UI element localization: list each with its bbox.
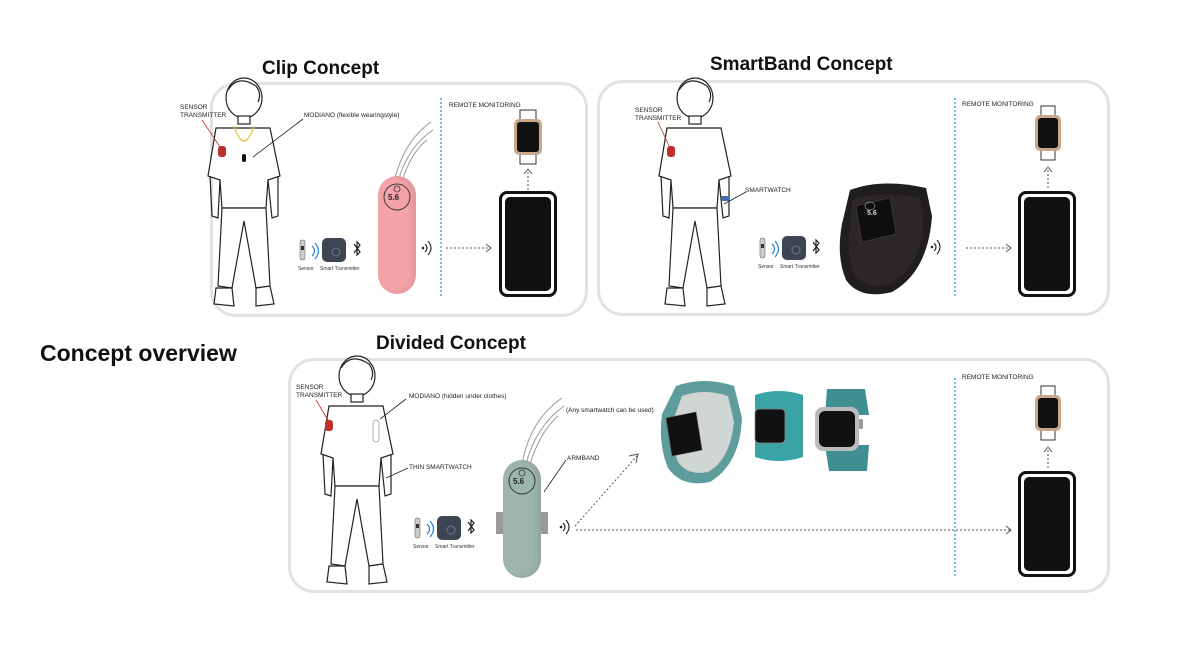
data-arrow — [966, 243, 1012, 253]
watch-leader-line — [385, 467, 409, 479]
clip-cord — [394, 121, 434, 179]
transmitter-caption: Smart Transmitter — [320, 266, 360, 272]
wireless-signal-icon — [421, 240, 432, 256]
upload-arrow — [1043, 446, 1053, 468]
armband-strap-right — [540, 512, 548, 534]
sensor-leader-line — [657, 121, 671, 149]
data-arrow-to-phone — [576, 525, 1012, 535]
armband-strap-left — [496, 512, 504, 534]
modiano-label: MODIANO (hidden under clothes) — [409, 393, 507, 400]
smart-transmitter-icon — [437, 516, 461, 540]
bluetooth-icon — [353, 240, 361, 257]
smartwatch-icon — [1035, 105, 1061, 161]
transmitter-caption: Smart Transmitter — [435, 544, 475, 550]
armband-cord — [521, 397, 565, 465]
child-figure — [658, 77, 732, 307]
bluetooth-icon — [812, 238, 820, 255]
smartband-device — [839, 183, 932, 295]
wireless-icon — [771, 240, 780, 258]
child-figure — [207, 77, 281, 307]
armband-device-readout: 5.6 — [513, 477, 525, 486]
smart-transmitter-icon — [782, 236, 806, 260]
data-arrow-to-watches — [574, 453, 639, 527]
upload-arrow — [1043, 166, 1053, 188]
smart-transmitter-icon — [322, 238, 346, 262]
wireless-icon — [311, 242, 320, 260]
wireless-signal-icon — [559, 519, 570, 535]
concept-overview-heading: Concept overview — [40, 340, 237, 366]
smartwatch-label: SMARTWATCH — [745, 187, 791, 194]
modiano-leader-line — [379, 398, 407, 420]
sensor-transmitter-label: SENSOR TRANSMITTER — [635, 107, 682, 122]
smartwatch-example-fitness-band — [660, 381, 742, 484]
sensor-caption: Sensor — [758, 264, 774, 270]
transmitter-caption: Smart Transmitter — [780, 264, 820, 270]
armband-device-dial — [508, 467, 536, 495]
clip-title: Clip Concept — [262, 58, 380, 79]
any-smartwatch-label: (Any smartwatch can be used) — [566, 407, 654, 414]
divided-title: Divided Concept — [376, 333, 526, 354]
smartband-title: SmartBand Concept — [710, 54, 893, 75]
smartphone — [499, 191, 557, 297]
smartwatch-leader-line — [723, 191, 747, 205]
child-figure — [320, 355, 394, 585]
remote-monitoring-label: REMOTE MONITORING — [962, 101, 1034, 108]
smartband-readout: 5.6 — [867, 210, 877, 217]
data-arrow — [446, 243, 492, 253]
upload-arrow — [523, 168, 533, 190]
clip-device-readout: 5.6 — [388, 193, 400, 202]
armband-label: ARMBAND — [567, 455, 600, 462]
sensor-leader-line — [201, 119, 223, 151]
sensor-transmitter-label: SENSOR TRANSMITTER — [180, 104, 227, 119]
bluetooth-icon — [467, 518, 475, 535]
smartphone — [1018, 191, 1076, 297]
divider-line — [954, 378, 956, 578]
wireless-signal-icon — [930, 239, 941, 255]
armband-leader-line — [543, 459, 567, 493]
remote-monitoring-label: REMOTE MONITORING — [962, 374, 1034, 381]
sensor-transmitter-label: SENSOR TRANSMITTER — [296, 384, 343, 399]
clip-device-dial — [383, 183, 411, 211]
remote-monitoring-label: REMOTE MONITORING — [449, 102, 521, 109]
sensor-icon — [414, 517, 421, 539]
sensor-leader-line — [315, 399, 329, 421]
sensor-icon — [299, 239, 306, 261]
sensor-caption: Sensor — [413, 544, 429, 550]
smartphone — [1018, 471, 1076, 577]
smartwatch-example-apple — [815, 389, 869, 471]
sensor-icon — [759, 237, 766, 259]
divider-line — [440, 98, 442, 298]
smartwatch-example-charge — [754, 391, 803, 461]
thin-smartwatch-label: THIN SMARTWATCH — [409, 464, 472, 471]
smartwatch-icon — [514, 109, 542, 165]
wireless-icon — [426, 520, 435, 538]
modiano-leader-line — [252, 118, 304, 158]
sensor-caption: Sensor — [298, 266, 314, 272]
divider-line — [954, 98, 956, 298]
smartwatch-icon — [1035, 385, 1061, 441]
modiano-label: MODIANO (flexible wearingstyle) — [304, 112, 400, 119]
